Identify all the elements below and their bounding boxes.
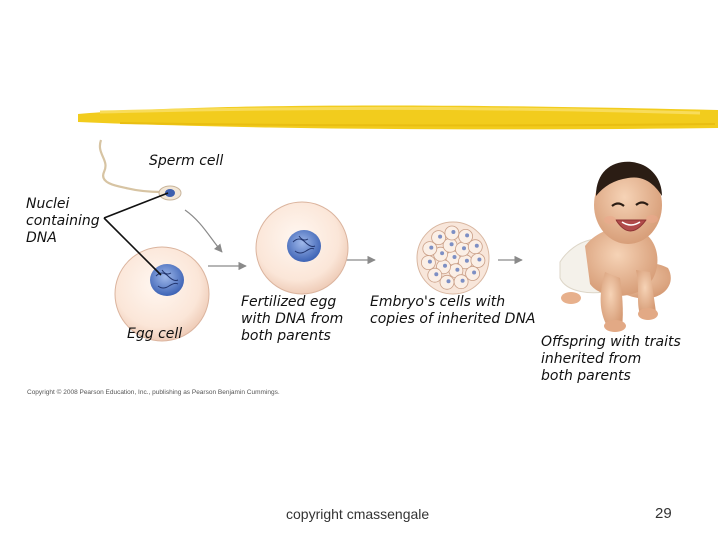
embryo-cell-nucleus — [460, 278, 465, 283]
sperm-cell-label: Sperm cell — [149, 153, 224, 169]
embryo-cell-nucleus — [472, 270, 477, 275]
embryo-label: Embryo's cells with copies of inherited … — [370, 294, 536, 327]
footer-text: copyright cmassengale — [286, 506, 430, 522]
fertilized-egg-label: Fertilized egg with DNA from both parent… — [241, 294, 344, 344]
offspring-label: Offspring with traits inherited from bot… — [541, 334, 681, 384]
process-arrows — [184, 209, 523, 271]
embryo-cell-nucleus — [477, 257, 482, 262]
egg-cell — [114, 246, 210, 342]
embryo-cell-nucleus — [443, 263, 447, 268]
embryo-cell-nucleus — [451, 230, 456, 234]
embryo-cell-nucleus — [455, 267, 460, 272]
embryo-cell-nucleus — [446, 279, 451, 284]
sperm-cell — [98, 139, 182, 201]
embryo-cell-nucleus — [438, 234, 443, 239]
embryo-cell-nucleus — [434, 272, 439, 277]
embryo-cell-nucleus — [474, 243, 479, 248]
embryo-cell-nucleus — [440, 251, 445, 256]
embryo-cell-nucleus — [427, 259, 432, 264]
egg-cell-label: Egg cell — [127, 326, 183, 342]
fertilized-egg — [255, 201, 349, 295]
embryo-cell-nucleus — [465, 233, 470, 238]
embryo-cell-nucleus — [429, 245, 434, 250]
embryo-cell-nucleus — [449, 242, 454, 247]
embryo — [416, 221, 490, 295]
nuclei-pointers — [103, 192, 169, 276]
baby-photo — [559, 161, 671, 332]
page-number: 29 — [655, 505, 672, 522]
embryo-cell-nucleus — [462, 246, 466, 251]
embryo-cell-nucleus — [452, 255, 457, 259]
nuclei-label: Nuclei containing DNA — [26, 196, 100, 246]
embryo-cell-nucleus — [464, 258, 469, 263]
title-bar — [78, 105, 718, 130]
copyright-credit: Copyright © 2008 Pearson Education, Inc.… — [27, 389, 280, 396]
